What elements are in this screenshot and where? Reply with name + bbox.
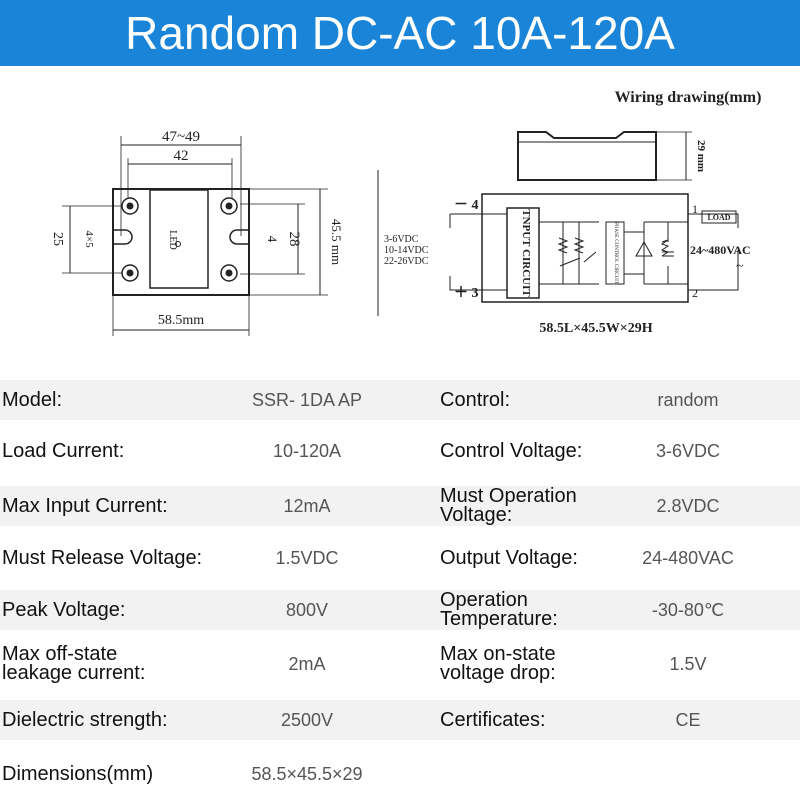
relay-label-panel	[149, 189, 209, 289]
dim-slot: 4	[265, 236, 280, 243]
input-circuit-label: TNPUT CIRCUIT	[520, 209, 532, 297]
spec-value: 1.5VDC	[275, 547, 339, 568]
optocoupler-arrows	[559, 251, 597, 267]
screw-terminal-icon	[220, 264, 238, 282]
spec-value: 24-480VAC	[642, 547, 734, 568]
ac-symbol: ~	[736, 259, 744, 274]
internal-wires	[482, 213, 599, 291]
spec-label: Must Release Voltage:	[2, 546, 203, 569]
input-voltage-1: 3-6VDC	[384, 234, 419, 245]
spec-row: Load Current: 10-120A Control Voltage: 3…	[0, 431, 800, 471]
spec-value: 2mA	[288, 653, 326, 674]
spec-label: Dielectric strength:	[2, 708, 168, 731]
mounting-slot-right	[229, 229, 249, 245]
terminal-minus: － 4	[454, 198, 479, 213]
title-banner: Random DC-AC 10A-120A	[0, 0, 800, 66]
spec-value: CE	[675, 709, 701, 730]
input-wires	[449, 213, 482, 291]
spec-value: 12mA	[283, 495, 331, 516]
dim-top-outer: 47~49	[162, 129, 200, 145]
spec-label: Output Voltage:	[440, 546, 578, 569]
spec-value: 3-6VDC	[655, 440, 721, 461]
input-circuit-block	[506, 207, 540, 299]
dim-hole: 4×5	[83, 230, 95, 248]
spec-value: 2500V	[280, 709, 334, 730]
spec-value: 58.5×45.5×29	[251, 763, 363, 784]
input-voltage-2: 10-14VDC	[384, 245, 429, 256]
dim-bottom: 58.5mm	[158, 313, 204, 328]
spec-value: -30-80℃	[651, 599, 725, 620]
ac-voltage: 24~480VAC	[690, 243, 751, 257]
terminal-1: 1	[692, 202, 698, 216]
load-label: LOAD	[707, 213, 730, 222]
spec-label: Load Current:	[2, 439, 125, 462]
spec-value: 10-120A	[272, 440, 342, 461]
load-box	[701, 210, 737, 224]
spec-label: Control:	[440, 388, 511, 411]
input-voltage-3: 22-26VDC	[384, 256, 429, 267]
page-title: Random DC-AC 10A-120A	[125, 7, 675, 59]
spec-label: Dimensions(mm)	[2, 762, 154, 785]
wiring-title: Wiring drawing(mm)	[615, 89, 762, 106]
drawings-area: 47~49 42 58.5mm 25 4×5 LED 4 28 45.5 mm …	[0, 66, 800, 366]
spec-row: Must Release Voltage: 1.5VDC Output Volt…	[0, 538, 800, 578]
terminal-2: 2	[692, 286, 698, 300]
spec-value: SSR- 1DA AP	[251, 389, 363, 410]
dim-right-inner: 28	[286, 232, 302, 247]
spec-label: Control Voltage:	[440, 439, 583, 462]
relay-outline	[112, 188, 250, 296]
screw-terminal-icon	[126, 269, 134, 277]
spec-value: 2.8VDC	[656, 495, 720, 516]
triac-icon	[635, 240, 653, 257]
dim-top-inner: 42	[174, 148, 189, 164]
overall-dimensions: 58.5L×45.5W×29H	[539, 321, 652, 336]
spec-row: Model: SSR- 1DA AP Control: random	[0, 380, 800, 420]
screw-terminal-icon	[220, 197, 238, 215]
resistor-wires	[562, 222, 580, 284]
terminal-plus: ＋ 3	[454, 286, 479, 301]
height-dim: 29 mm	[695, 140, 707, 172]
spec-label: Model:	[2, 388, 63, 411]
resistor-icon	[557, 237, 585, 254]
mounting-slot-left	[113, 229, 133, 245]
snubber-resistor-icon	[660, 222, 670, 284]
spec-label: Peak Voltage:	[2, 598, 126, 621]
screw-terminal-icon	[225, 202, 233, 210]
phase-control-block	[605, 221, 625, 285]
dimension-drawing: 47~49 42 58.5mm 25 4×5 LED 4 28 45.5 mm	[50, 129, 344, 336]
spec-row: Dielectric strength: 2500V Certificates:…	[0, 700, 800, 740]
technical-drawings: 47~49 42 58.5mm 25 4×5 LED 4 28 45.5 mm …	[50, 89, 761, 336]
dim-right-outer: 45.5 mm	[329, 219, 344, 265]
snubber-wires	[644, 221, 688, 285]
wiring-drawing: Wiring drawing(mm) 29 mm TNPUT CIRCUIT P…	[384, 89, 761, 336]
output-wires	[624, 222, 645, 284]
screw-terminal-icon	[225, 269, 233, 277]
led-indicator-icon	[175, 241, 181, 247]
screw-terminal-icon	[126, 202, 134, 210]
led-label: LED	[167, 230, 178, 249]
spec-label: Certificates:	[440, 708, 546, 731]
schematic-outline	[481, 193, 689, 303]
spec-row: Dimensions(mm) 58.5×45.5×29	[0, 754, 800, 794]
dim-left: 25	[50, 232, 65, 246]
spec-label: Max Input Current:	[2, 494, 168, 517]
phase-control-label: PHASE CONTROL CIRCUIT	[613, 222, 618, 284]
load-wires	[688, 213, 739, 291]
spec-value: 1.5V	[669, 653, 707, 674]
spec-value: 800V	[285, 599, 329, 620]
spec-value: random	[657, 389, 719, 410]
relay-side-view	[517, 131, 657, 181]
capacitor-icon	[662, 251, 674, 257]
